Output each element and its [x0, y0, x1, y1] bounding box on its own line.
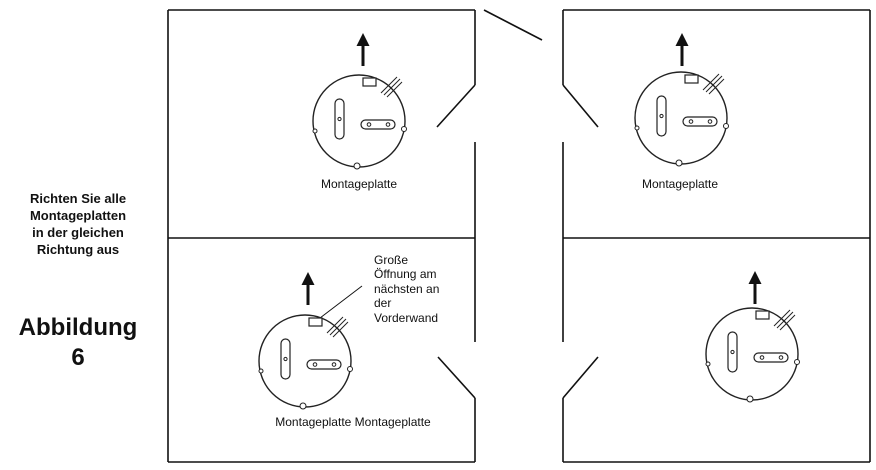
callout-line-2: Öffnung am: [374, 267, 437, 281]
side-caption-line-4: Richtung aus: [36, 242, 120, 257]
plate-label-top-left: Montageplatte: [320, 177, 398, 191]
mounting-plate-bottom-right: [705, 269, 801, 403]
direction-arrow-icon: [355, 31, 371, 68]
direction-arrow-icon: [300, 270, 316, 307]
figure-label-line-1: Abbildung: [18, 314, 138, 341]
plate-label-bottom-left: Montageplatte Montageplatte: [275, 415, 431, 429]
mounting-plate-bottom-left: [258, 270, 354, 410]
walls: [167, 9, 871, 463]
callout-line-4: der: [374, 296, 392, 310]
callout-line-1: Große: [374, 253, 409, 267]
side-caption-line-1: Richten Sie alle: [29, 191, 127, 206]
figure-label-line-2: 6: [71, 344, 85, 371]
callout-line-3: nächsten an: [374, 282, 440, 296]
direction-arrow-icon: [747, 269, 763, 306]
direction-arrow-icon: [674, 31, 690, 68]
side-caption-line-2: Montageplatten: [29, 208, 127, 223]
mounting-plate-top-right: [634, 31, 730, 167]
mounting-plate-top-left: [312, 31, 408, 170]
plate-label-top-right: Montageplatte: [641, 177, 719, 191]
side-caption-line-3: in der gleichen: [32, 225, 124, 240]
callout-line-5: Vorderwand: [374, 311, 439, 325]
